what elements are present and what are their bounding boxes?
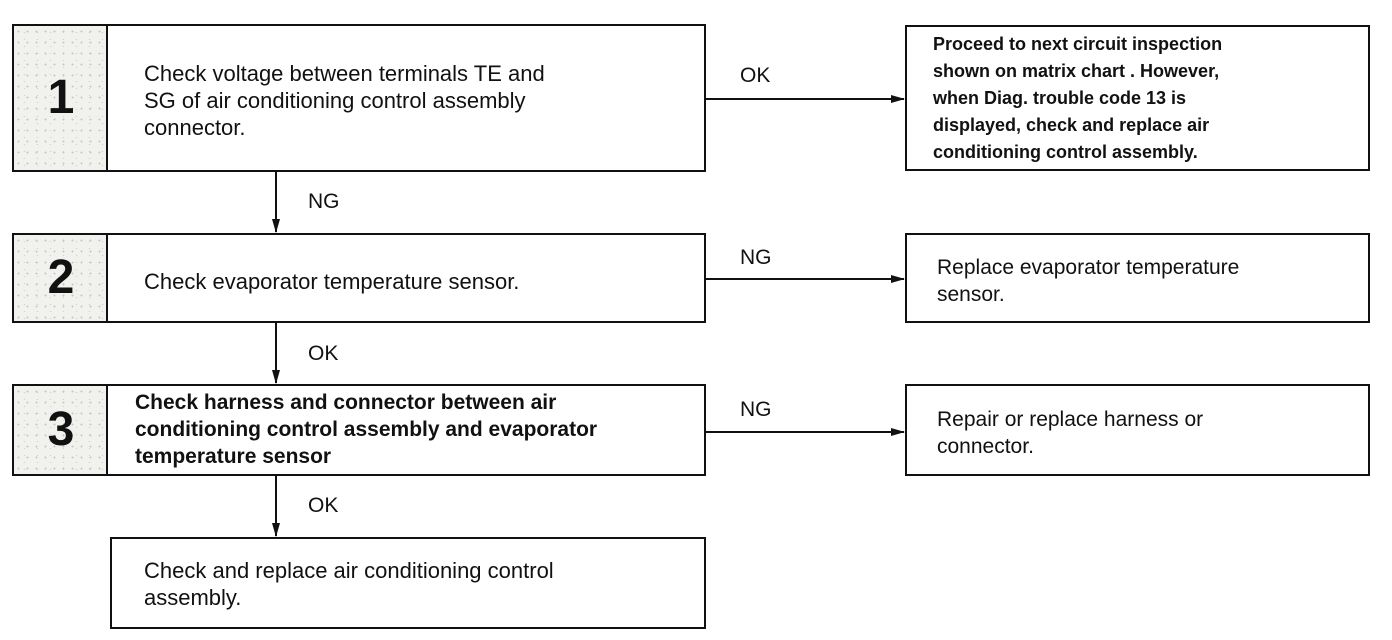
step-1-text: Check voltage between terminals TE and S… (144, 61, 545, 140)
step-3-box: Check harness and connector between air … (106, 384, 706, 476)
step-2-text: Check evaporator temperature sensor. (144, 269, 520, 294)
label-step1-down: NG (308, 190, 340, 213)
step-3-number: 3 (47, 403, 75, 456)
step-2-box: Check evaporator temperature sensor. (106, 233, 706, 323)
final-action-text: Check and replace air conditioning contr… (144, 558, 554, 610)
step-texture (14, 386, 108, 474)
label-step1-right: OK (740, 64, 771, 87)
result-3-box: Repair or replace harness or connector. (905, 384, 1370, 476)
result-1-box: Proceed to next circuit inspection shown… (905, 25, 1370, 171)
step-1-number-box: 1 (12, 24, 108, 172)
final-action-box: Check and replace air conditioning contr… (110, 537, 706, 629)
result-1-text: Proceed to next circuit inspection shown… (933, 34, 1223, 162)
label-step2-down: OK (308, 342, 339, 365)
label-step3-right: NG (740, 398, 772, 421)
label-step2-right: NG (740, 246, 772, 269)
result-2-text: Replace evaporator temperature sensor. (937, 256, 1240, 306)
step-3-number-box: 3 (12, 384, 108, 476)
step-2-number: 2 (47, 251, 75, 304)
result-3-text: Repair or replace harness or connector. (937, 408, 1204, 458)
step-2-number-box: 2 (12, 233, 108, 323)
step-1-box: Check voltage between terminals TE and S… (106, 24, 706, 172)
label-step3-down: OK (308, 494, 339, 517)
step-3-text: Check harness and connector between air … (135, 391, 598, 468)
result-2-box: Replace evaporator temperature sensor. (905, 233, 1370, 323)
step-texture (14, 235, 108, 321)
step-texture (14, 26, 108, 170)
step-1-number: 1 (47, 71, 75, 124)
